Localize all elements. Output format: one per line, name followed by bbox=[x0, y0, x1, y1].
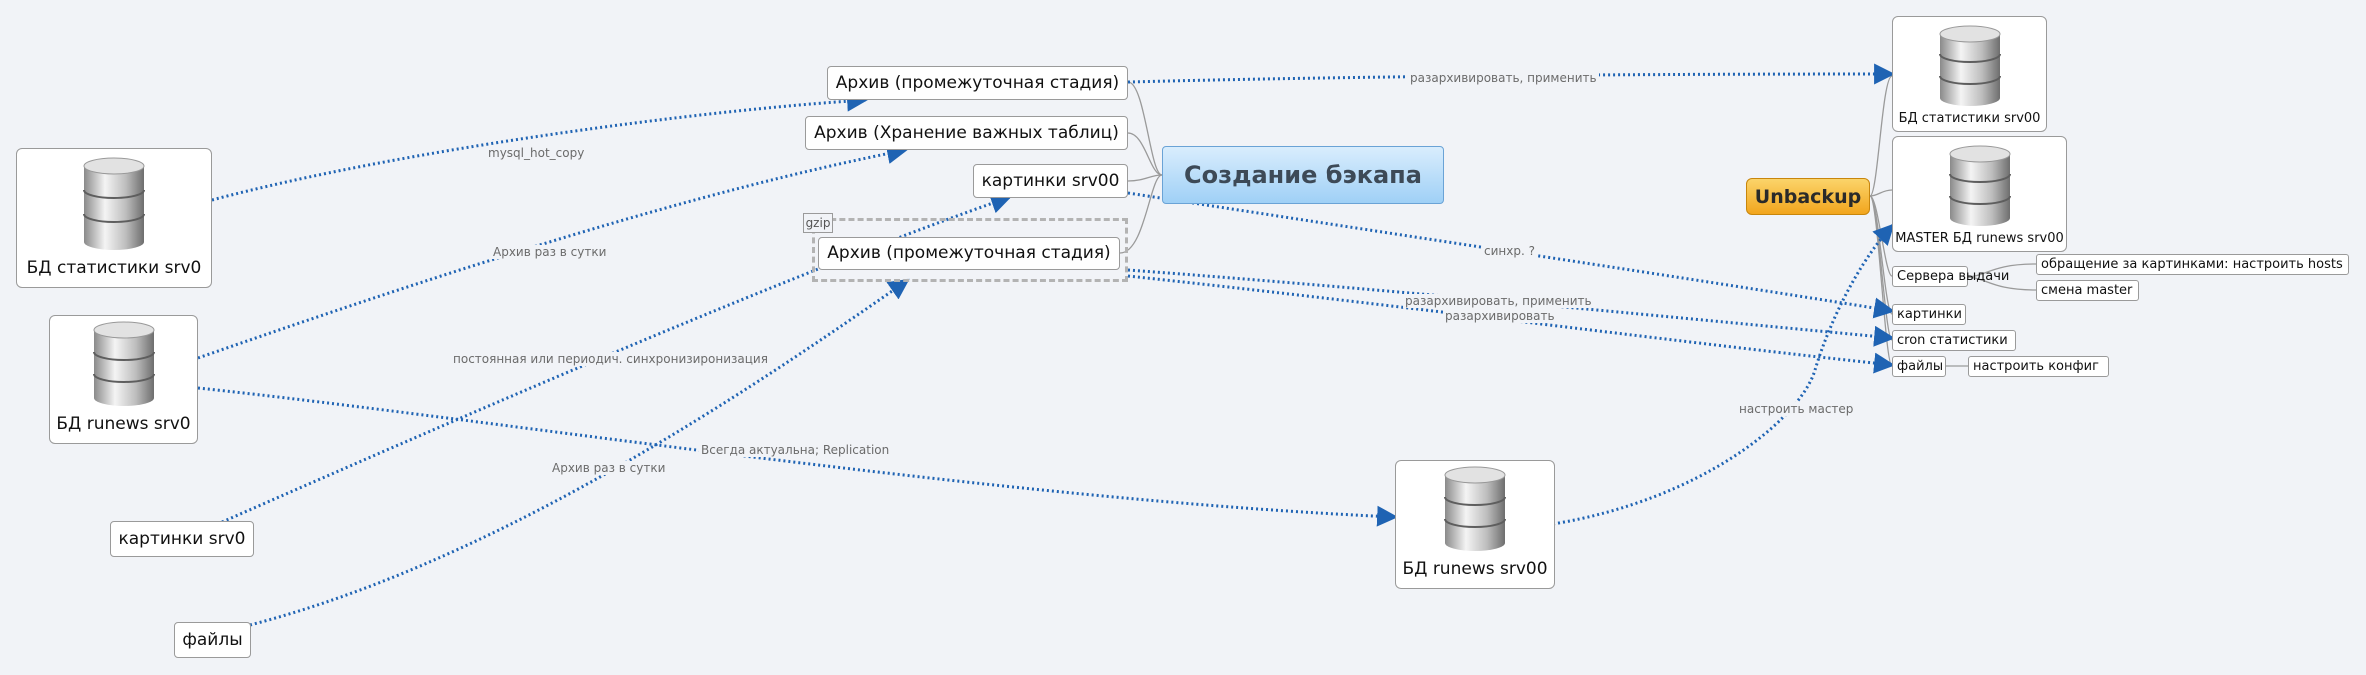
arrow-archive-important bbox=[197, 143, 909, 360]
topic-cron-stats[interactable]: cron статистики bbox=[1892, 330, 2016, 351]
topic-pictures-srv0[interactable]: картинки srv0 bbox=[110, 521, 254, 557]
arrow-pictures-sync bbox=[221, 193, 1012, 524]
branch-line bbox=[1965, 276, 2037, 291]
branch-line bbox=[1869, 75, 1893, 197]
gzip-group-tag: gzip bbox=[803, 213, 833, 233]
topic-files-right[interactable]: файлы bbox=[1892, 356, 1946, 377]
topic-db-stats-srv00[interactable]: БД статистики srv00 bbox=[1892, 16, 2047, 132]
database-icon bbox=[83, 157, 145, 250]
branch-line bbox=[1127, 132, 1163, 176]
topic-output-servers[interactable]: Сервера выдачи bbox=[1892, 266, 2009, 287]
branch-line bbox=[1869, 195, 1893, 367]
branch-line bbox=[1965, 263, 2037, 278]
topic-archive-stage-2[interactable]: Архив (промежуточная стадия) bbox=[818, 237, 1120, 270]
relationship-arrows bbox=[197, 63, 1896, 627]
gzip-group-boundary bbox=[812, 218, 1128, 282]
edge-label-unzip: разархивировать bbox=[1443, 309, 1557, 323]
edge-label-mysql-hot-copy: mysql_hot_copy bbox=[486, 146, 587, 160]
edge-label-sync-permanent: постоянная или периодич. синхронизирониз… bbox=[451, 352, 770, 366]
database-icon bbox=[1948, 145, 2011, 226]
arrow-replication bbox=[197, 386, 1399, 527]
database-icon bbox=[1444, 466, 1506, 551]
branch-line bbox=[1869, 195, 1893, 315]
topic-unbackup[interactable]: Unbackup bbox=[1746, 178, 1870, 215]
edge-label-unzip-apply-2: разархивировать, применить bbox=[1403, 294, 1594, 308]
topic-master-db-runews-srv00[interactable]: MASTER БД runews srv00 bbox=[1892, 136, 2067, 252]
arrow-unzip-apply-stats bbox=[1127, 63, 1896, 85]
topic-label: БД runews srv00 bbox=[1402, 559, 1548, 579]
topic-label: MASTER БД runews srv00 bbox=[1895, 231, 2064, 246]
topic-db-runews-srv0[interactable]: БД runews srv0 bbox=[49, 315, 198, 444]
topic-change-master[interactable]: смена master bbox=[2036, 280, 2139, 301]
topic-pictures-srv00[interactable]: картинки srv00 bbox=[973, 164, 1128, 198]
database-icon bbox=[1938, 25, 2001, 106]
branch-line bbox=[1127, 174, 1163, 182]
topic-db-runews-srv00[interactable]: БД runews srv00 bbox=[1395, 460, 1555, 589]
topic-label: БД статистики srv0 bbox=[26, 258, 202, 278]
edge-label-unzip-apply-1: разархивировать, применить bbox=[1408, 71, 1599, 85]
topic-label: БД статистики srv00 bbox=[1898, 111, 2041, 126]
topic-hosts-note[interactable]: обращение за картинками: настроить hosts bbox=[2036, 254, 2349, 275]
topic-label: БД runews srv0 bbox=[56, 414, 191, 434]
edge-label-setup-master: настроить мастер bbox=[1737, 402, 1856, 416]
topic-configure-config[interactable]: настроить конфиг bbox=[1968, 356, 2109, 377]
database-icon bbox=[92, 321, 155, 406]
branch-line bbox=[1127, 81, 1163, 176]
topic-archive-important[interactable]: Архив (Хранение важных таблиц) bbox=[805, 116, 1128, 150]
arrow-setup-master bbox=[1552, 223, 1895, 526]
branch-line bbox=[1869, 189, 1893, 197]
arrow-mysql-hot-copy bbox=[211, 90, 869, 202]
topic-files-left[interactable]: файлы bbox=[174, 622, 251, 658]
edge-label-archive-daily-2: Архив раз в сутки bbox=[550, 461, 668, 475]
topic-pictures-right[interactable]: картинки bbox=[1892, 304, 1966, 325]
topic-archive-stage-1[interactable]: Архив (промежуточная стадия) bbox=[827, 66, 1128, 100]
edge-label-always-actual: Всегда актуальна; Replication bbox=[699, 443, 892, 457]
edge-label-sync-q: синхр. ? bbox=[1482, 244, 1537, 258]
central-topic[interactable]: Создание бэкапа bbox=[1162, 146, 1444, 204]
arrow-sync-pictures bbox=[1127, 191, 1896, 319]
edge-label-archive-daily-1: Архив раз в сутки bbox=[491, 245, 609, 259]
topic-db-stats-srv0[interactable]: БД статистики srv0 bbox=[16, 148, 212, 288]
arrow-unzip-files bbox=[1127, 274, 1896, 374]
